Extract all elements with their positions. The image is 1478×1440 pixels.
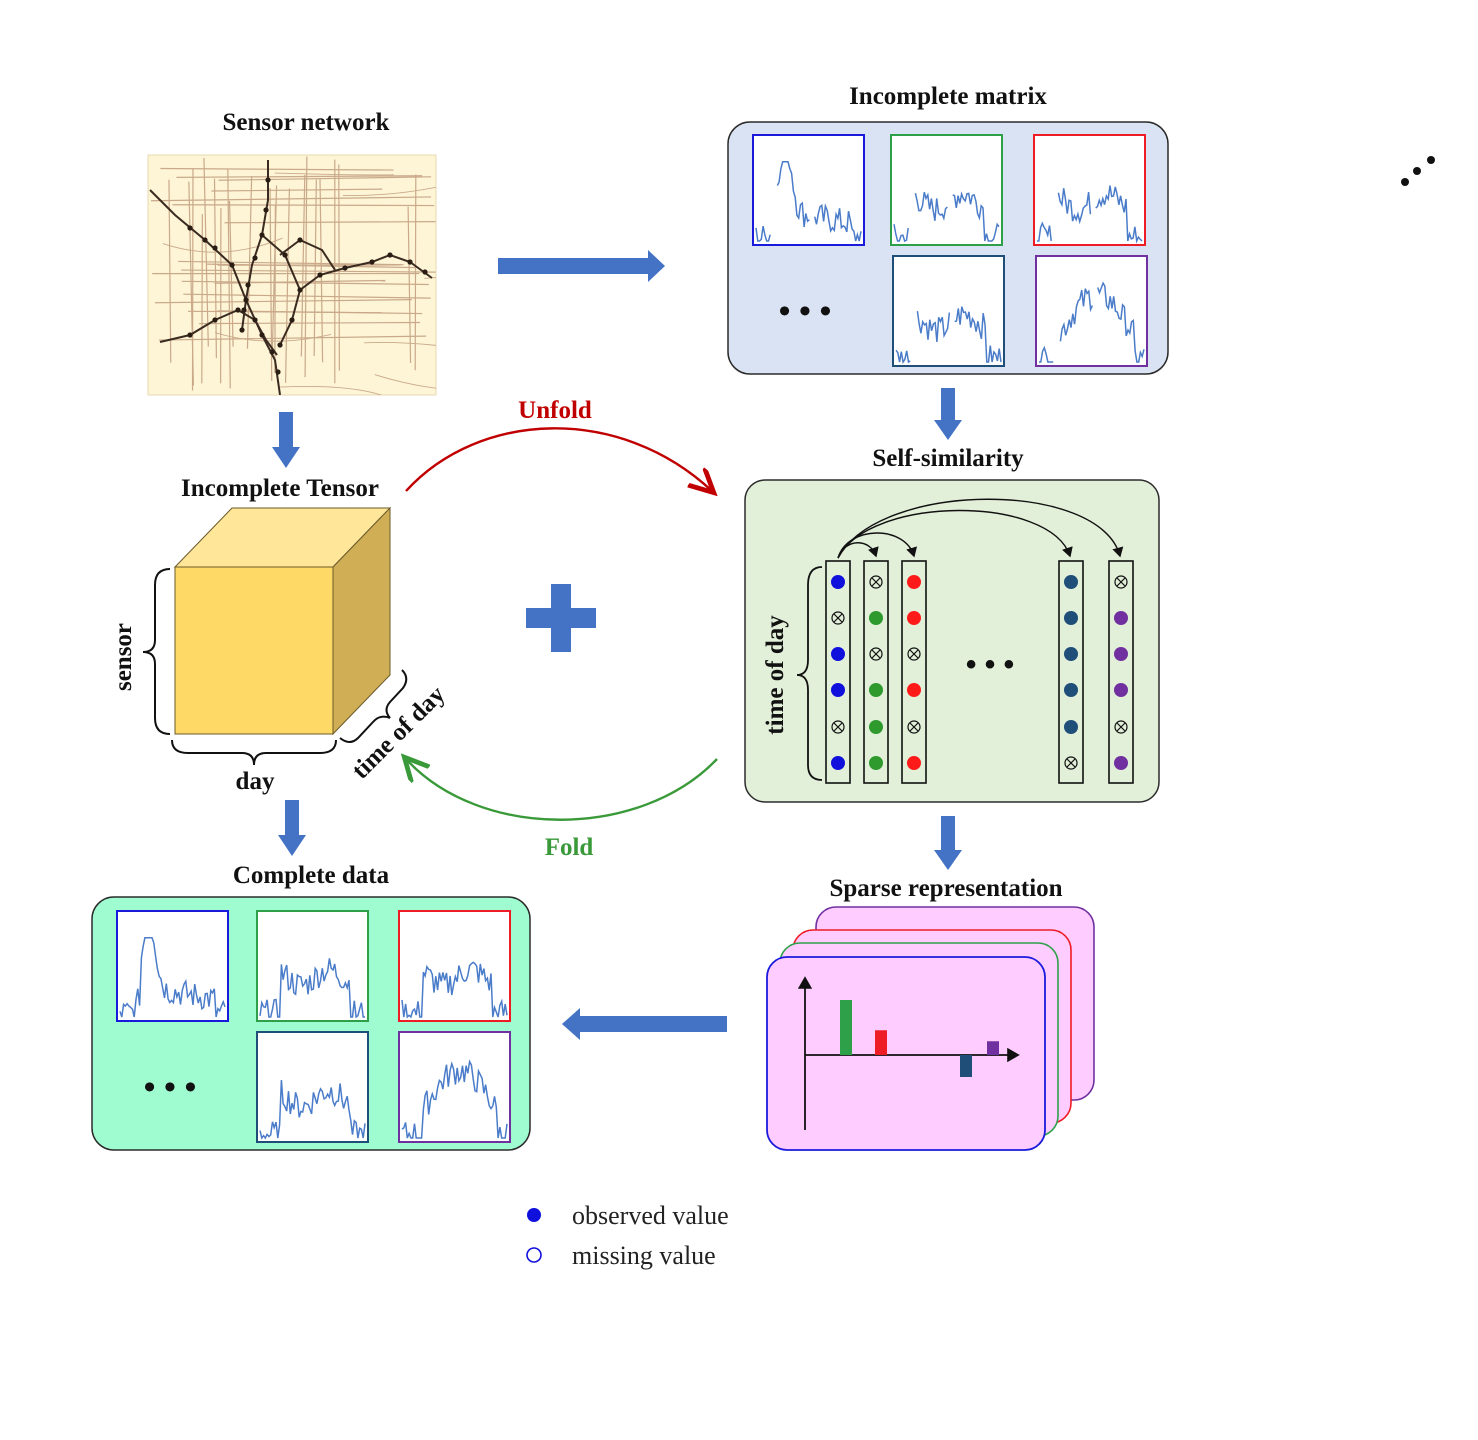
fold-label: Fold [545, 834, 594, 861]
time-of-day-brace [796, 566, 823, 781]
sparse-coefficient-bar [960, 1055, 972, 1077]
complete-series-thumbnail [256, 1031, 369, 1143]
diagonal-dots-decoration [1401, 156, 1435, 186]
sparse-coefficients [840, 1000, 999, 1077]
self-similarity-title: Self-similarity [872, 445, 1024, 472]
observed-value-dot [907, 611, 921, 625]
time-series-column [901, 560, 927, 784]
complete-ellipsis: • • • [144, 1069, 197, 1106]
observed-value-dot [869, 611, 883, 625]
time-series-column [825, 560, 851, 784]
observed-value-dot [1114, 611, 1128, 625]
sparse-coefficient-bar [987, 1041, 999, 1055]
missing-value-icon [1114, 575, 1128, 589]
time-series-column [863, 560, 889, 784]
observed-value-dot [831, 683, 845, 697]
arrow-left-to-complete [562, 1008, 727, 1040]
complete-series-thumbnail [398, 1031, 511, 1143]
fold-arrow [406, 759, 718, 821]
time-series-column [1108, 560, 1134, 784]
observed-value-dot [1064, 720, 1078, 734]
missing-value-icon [869, 575, 883, 589]
complete-series-thumbnail [256, 910, 369, 1022]
legend-missing-label: missing value [572, 1241, 716, 1270]
unfold-arrow [405, 427, 712, 491]
observed-value-dot [869, 756, 883, 770]
incomplete-matrix-title: Incomplete matrix [849, 83, 1047, 110]
missing-value-icon [907, 720, 921, 734]
incomplete-series-thumbnail [752, 134, 865, 246]
missing-value-icon [907, 647, 921, 661]
arrow-down-to-complete [278, 800, 306, 856]
incomplete-series-thumbnail [1035, 255, 1148, 367]
complete-series-thumbnail [398, 910, 511, 1022]
arrow-down-to-self-similarity [934, 388, 962, 440]
arrow-right-to-matrix [498, 250, 665, 282]
sparse-coefficient-bar [840, 1000, 852, 1055]
observed-value-dot [1114, 647, 1128, 661]
sparse-representation-title: Sparse representation [829, 875, 1062, 902]
observed-value-dot [1064, 611, 1078, 625]
observed-value-marker [527, 1208, 541, 1222]
day-axis-label: day [236, 768, 275, 795]
observed-value-dot [869, 720, 883, 734]
observed-value-dot [907, 756, 921, 770]
complete-data-thumbnails [116, 910, 511, 1143]
observed-value-dot [1064, 647, 1078, 661]
observed-value-dot [1064, 575, 1078, 589]
missing-value-icon [869, 647, 883, 661]
day-brace [171, 739, 337, 766]
observed-value-dot [1064, 683, 1078, 697]
sensor-network-title: Sensor network [223, 109, 390, 136]
arrow-down-to-tensor [272, 412, 300, 468]
missing-value-icon [1114, 720, 1128, 734]
incomplete-series-thumbnail [892, 255, 1005, 367]
observed-value-dot [831, 756, 845, 770]
observed-value-dot [907, 575, 921, 589]
similarity-links [837, 498, 1124, 559]
observed-value-dot [831, 575, 845, 589]
sparse-coefficient-bar [875, 1030, 887, 1055]
sensor-map [147, 154, 437, 396]
legend-observed-label: observed value [572, 1201, 729, 1230]
incomplete-series-thumbnail [1033, 134, 1146, 246]
self-sim-time-of-day-label: time of day [762, 615, 789, 735]
self-similarity-columns [825, 560, 1134, 784]
incomplete-matrix-thumbnails [752, 134, 1148, 367]
legend: observed value missing value [526, 1201, 729, 1270]
observed-value-dot [869, 683, 883, 697]
complete-data-title: Complete data [233, 862, 390, 889]
self-sim-ellipsis: • • • [966, 648, 1014, 681]
arrow-down-to-sparse [934, 816, 962, 870]
tensor-cube [173, 506, 392, 736]
unfold-label: Unfold [518, 397, 592, 424]
missing-value-marker [526, 1247, 542, 1263]
incomplete-series-thumbnail [890, 134, 1003, 246]
complete-series-thumbnail [116, 910, 229, 1022]
sparse-stack [766, 906, 1095, 1151]
time-series-column [1058, 560, 1084, 784]
missing-value-icon [1064, 756, 1078, 770]
sensor-axis-label: sensor [110, 623, 137, 691]
missing-value-icon [831, 611, 845, 625]
observed-value-dot [831, 647, 845, 661]
plus-icon [526, 584, 596, 652]
time-of-day-tensor-brace [339, 669, 408, 743]
matrix-ellipsis: • • • [779, 293, 832, 330]
missing-value-icon [831, 720, 845, 734]
sensor-brace [142, 568, 171, 735]
observed-value-dot [1114, 683, 1128, 697]
incomplete-tensor-title: Incomplete Tensor [181, 475, 379, 502]
observed-value-dot [907, 683, 921, 697]
observed-value-dot [1114, 756, 1128, 770]
